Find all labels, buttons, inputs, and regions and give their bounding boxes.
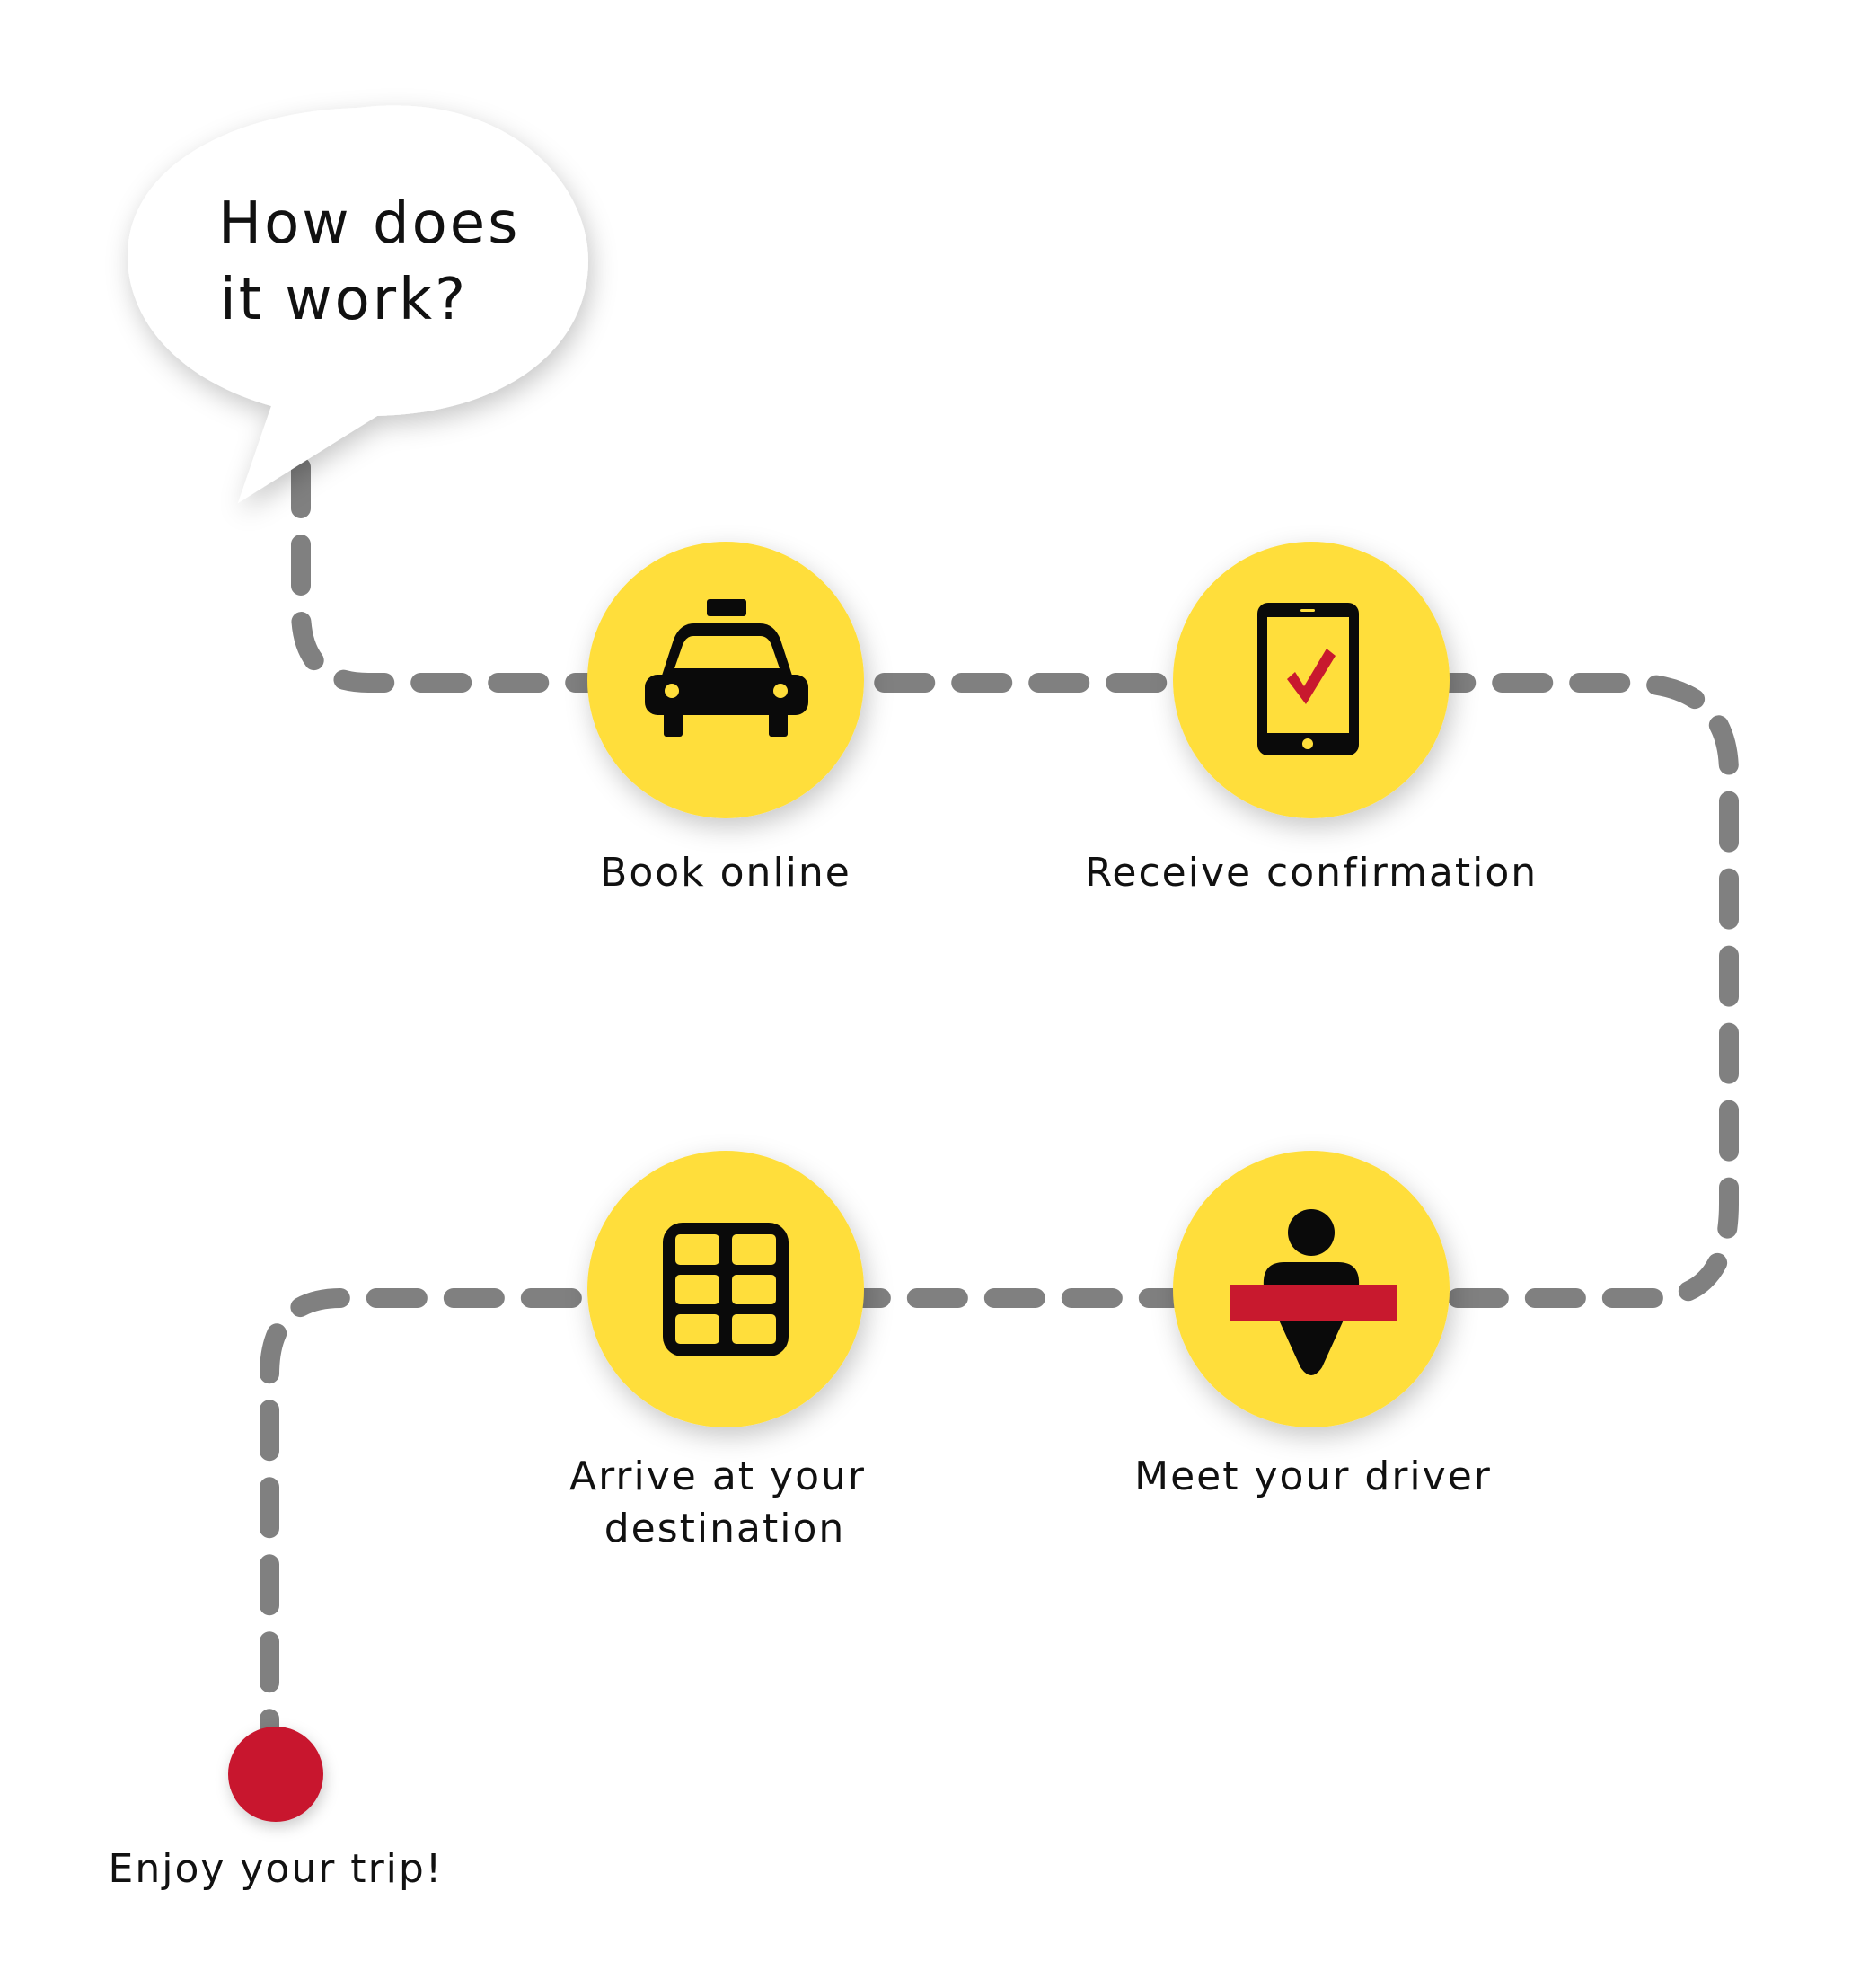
taxi-icon (645, 599, 808, 737)
name-sign (1230, 1285, 1397, 1321)
grid-icon (663, 1223, 789, 1356)
title-line-1: How does (218, 190, 520, 257)
step-arrive-at-destination: Arrive at your destination (569, 1151, 866, 1551)
speech-bubble-shape (128, 105, 588, 503)
route-path (260, 457, 1739, 1744)
step-label: Book online (600, 850, 851, 896)
step-label: Receive confirmation (1085, 850, 1538, 896)
end-point: Enjoy your trip! (109, 1727, 444, 1892)
speech-bubble (128, 105, 588, 503)
step-label-line-2: destination (604, 1506, 846, 1551)
step-book-online: Book online (587, 542, 864, 896)
end-label: Enjoy your trip! (109, 1846, 444, 1892)
check-mark (1287, 649, 1336, 704)
step-meet-your-driver: Meet your driver (1134, 1151, 1492, 1499)
title-line-2: it work? (220, 267, 468, 333)
driver-sign-icon (1230, 1209, 1397, 1375)
step-receive-confirmation: Receive confirmation (1085, 542, 1538, 896)
end-point-icon (228, 1727, 323, 1822)
phone-check-icon (1257, 603, 1359, 755)
step-label-line-1: Arrive at your (569, 1453, 866, 1499)
step-label: Meet your driver (1134, 1453, 1492, 1499)
